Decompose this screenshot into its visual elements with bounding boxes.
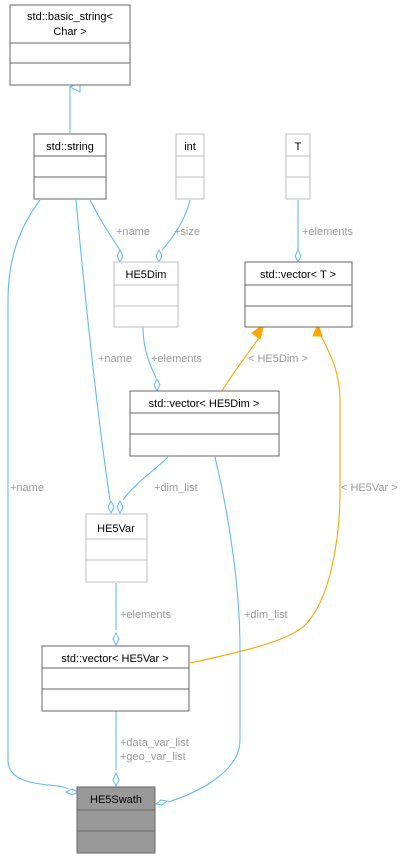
label-t-vector-elements: +elements [302,226,354,238]
label-string-he5dim-name: +name [116,226,150,238]
class-title-std-string: std::string [46,141,94,153]
label-he5dim-vector-elements: +elements [151,353,203,365]
edge-vector-t-he5var-template [189,333,341,664]
class-title-he5dim: HE5Dim [126,269,167,281]
class-box-he5var[interactable]: HE5Var [85,513,148,583]
class-box-he5swath[interactable]: HE5Swath [76,786,156,854]
label-vectorvar-swath-line2: +geo_var_list [120,751,186,763]
class-title-int: int [184,141,196,153]
diamond-he5var-name [107,499,115,515]
class-box-vector-he5dim[interactable]: std::vector< HE5Dim > [129,390,280,457]
diamond-he5dim-name [116,248,124,264]
class-title-vector-he5var: std::vector< HE5Var > [61,653,168,665]
label-vector-t-he5var-template: < HE5Var > [341,482,398,494]
class-title-basic-string-line1: std::basic_string< [27,11,113,23]
edge-string-he5dim-name [89,199,121,251]
edge-string-he5var-name [75,199,111,501]
class-title-he5var: HE5Var [97,523,135,535]
label-vector-t-he5dim-template: < HE5Dim > [248,353,308,365]
class-title-vector-t: std::vector< T > [260,269,336,281]
diamond-swath-lists [112,771,120,788]
class-title-t: T [295,141,302,153]
arrow-he5var-template [312,322,323,337]
class-title-basic-string-line2: Char > [53,26,86,38]
class-box-std-string[interactable]: std::string [33,133,107,200]
class-box-basic-string[interactable]: std::basic_string< Char > [9,4,131,86]
class-box-he5dim[interactable]: HE5Dim [113,261,179,328]
diamond-swath-dim-list [154,799,169,806]
edge-vectordim-swath-dim-list [167,456,241,803]
edge-he5dim-vector-elements [142,326,157,379]
label-he5var-vector-elements: +elements [120,609,172,621]
edge-string-swath-name [7,199,69,790]
label-string-swath-name: +name [10,482,44,494]
label-int-he5dim-size: +size [174,226,200,238]
edge-labels: +name +size +elements +elements < HE5Dim… [10,226,398,763]
edge-vectordim-he5var-dim-list [122,456,169,501]
edge-ends [64,248,323,806]
label-vectordim-swath-dim-list: +dim_list [244,609,288,621]
diamond-vector-he5dim-elements [153,377,161,393]
arrow-he5dim-template [251,322,265,340]
edges [7,87,341,803]
diamond-he5var-dim-list [116,499,124,515]
edge-vector-t-he5dim-template [221,333,263,392]
class-title-he5swath: HE5Swath [90,794,142,806]
class-box-int[interactable]: int [175,133,205,200]
diamond-vector-t-elements [294,248,302,264]
diamond-swath-name [64,788,80,796]
class-box-vector-t[interactable]: std::vector< T > [244,261,353,328]
diamond-vector-he5var-elements [112,631,120,647]
edge-int-he5dim-size [161,199,191,251]
label-string-he5var-name: +name [98,353,132,365]
class-box-t[interactable]: T [285,133,311,200]
label-vectordim-he5var-dim-list: +dim_list [154,482,198,494]
label-vectorvar-swath-line1: +data_var_list [120,737,189,749]
diamond-he5dim-size [155,248,163,264]
class-title-vector-he5dim: std::vector< HE5Dim > [149,398,260,410]
class-box-vector-he5var[interactable]: std::vector< HE5Var > [41,645,190,712]
